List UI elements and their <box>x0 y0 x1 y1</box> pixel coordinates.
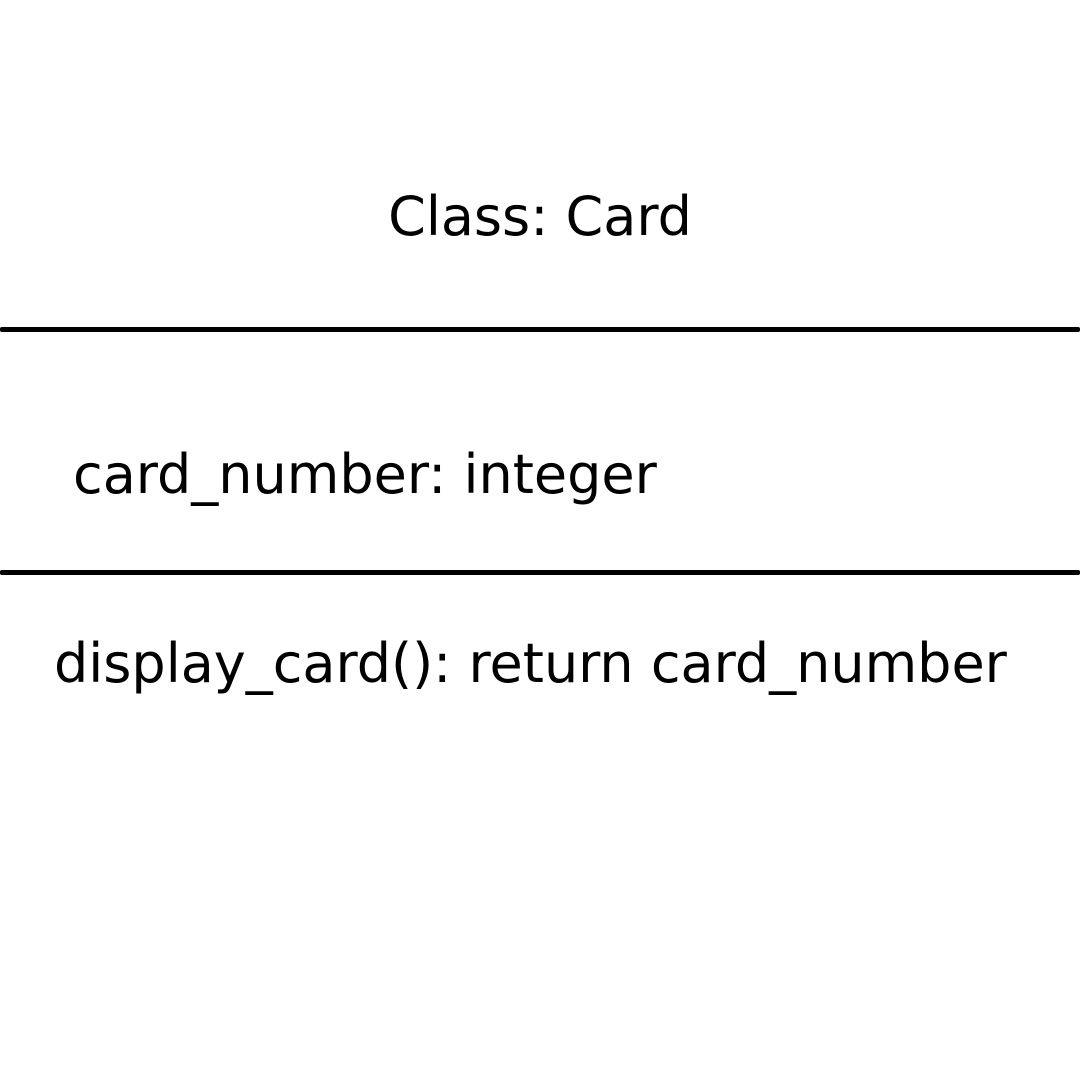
operation-item: display_card(): return card_number <box>54 632 1007 695</box>
attribute-item: card_number: integer <box>73 443 657 506</box>
attributes-operations-divider <box>0 570 1080 575</box>
name-attributes-divider <box>0 327 1080 332</box>
class-name: Class: Card <box>388 185 692 248</box>
